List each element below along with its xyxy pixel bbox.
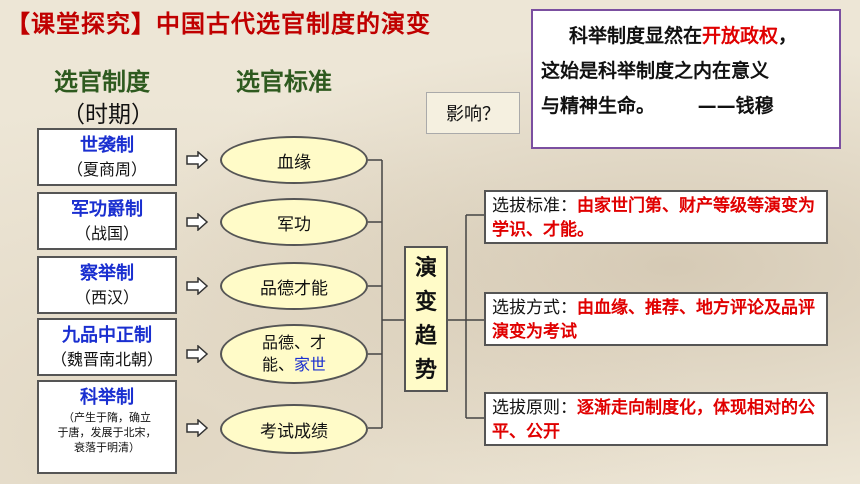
system-note: 衰落于明清） [74,441,140,454]
standard-text: 能、 [261,355,294,374]
result-label: 选拔原则： [492,398,577,418]
system-period: （魏晋南北朝） [50,350,163,369]
standard-text: 军功 [277,214,311,235]
influence-label: 影响？ [426,92,520,134]
trend-box: 演 变 趋 势 [404,246,448,392]
quote-text: 与精神生命。 [541,95,656,117]
quote-text: ， [778,25,798,47]
system-name: 九品中正制 [62,325,152,346]
system-name: 世袭制 [80,135,134,156]
result-text: 逐渐走向制度化，体现相对的公平、公开 [492,398,815,442]
system-note: 于唐，发展于北宋， [57,426,157,439]
standard-text: 品德才能 [260,278,328,299]
quote-highlight: 开放政权 [702,25,779,47]
system-box-jiupin: 九品中正制 （魏晋南北朝） [37,318,177,376]
quote-line-3: 与精神生命。 ——钱穆 [541,89,833,124]
standard-exam: 考试成绩 [220,404,368,454]
standard-virtue-family: 品德、才 能、家世 [220,324,368,384]
standard-virtue-talent: 品德才能 [220,262,368,310]
quote-text: 科举制度显然在 [569,25,703,47]
result-label: 选拔方式： [492,298,577,318]
trend-char: 演 [414,256,437,281]
quote-line-1: 科举制度显然在开放政权， [541,19,833,54]
trend-char: 趋 [414,324,437,349]
header-system: 选官制度 [54,68,150,96]
quote-box: 科举制度显然在开放政权， 这始是科举制度之内在意义 与精神生命。 ——钱穆 [531,9,841,149]
system-box-chaju: 察举制 （西汉） [37,256,177,314]
result-principle: 选拔原则：逐渐走向制度化，体现相对的公平、公开 [484,392,828,446]
standard-highlight: 家世 [294,355,327,374]
system-box-jungong: 军功爵制 （战国） [37,192,177,250]
quote-author: ——钱穆 [697,95,774,117]
trend-char: 变 [414,290,437,315]
right-arrow-icon [186,419,208,437]
header-standard: 选官标准 [236,68,332,96]
standard-text: 考试成绩 [260,421,328,442]
right-arrow-icon [186,151,208,169]
right-arrow-icon [186,277,208,295]
system-period: （西汉） [74,288,139,307]
page-title: 【课堂探究】中国古代选官制度的演变 [6,10,431,38]
standard-text: 血缘 [277,152,311,173]
system-box-keju: 科举制 （产生于隋，确立 于唐，发展于北宋， 衰落于明清） [37,380,177,474]
trend-char: 势 [414,358,437,383]
result-label: 选拔标准： [492,196,577,216]
system-name: 军功爵制 [71,199,143,220]
system-name: 察举制 [80,263,134,284]
result-text: 由家世门第、财产等级等演变为学识、才能。 [492,196,815,240]
system-period: （夏商周） [66,160,147,179]
quote-line-2: 这始是科举制度之内在意义 [541,60,770,82]
system-note: （产生于隋，确立 [63,411,151,424]
influence-text: 影响？ [446,104,500,125]
result-standard: 选拔标准：由家世门第、财产等级等演变为学识、才能。 [484,190,828,244]
right-arrow-icon [186,213,208,231]
standard-text-group: 品德、才 能、家世 [262,332,326,376]
standard-text: 品德、才 [261,333,326,352]
standard-military: 军功 [220,198,368,246]
system-period: （战国） [74,224,139,243]
system-name: 科举制 [80,387,134,408]
result-text: 由血缘、推荐、地方评论及品评演变为考试 [492,298,815,342]
result-method: 选拔方式：由血缘、推荐、地方评论及品评演变为考试 [484,292,828,346]
system-box-shixi: 世袭制 （夏商周） [37,128,177,186]
standard-bloodline: 血缘 [220,136,368,184]
right-arrow-icon [186,345,208,363]
header-period: （时期） [62,102,154,128]
